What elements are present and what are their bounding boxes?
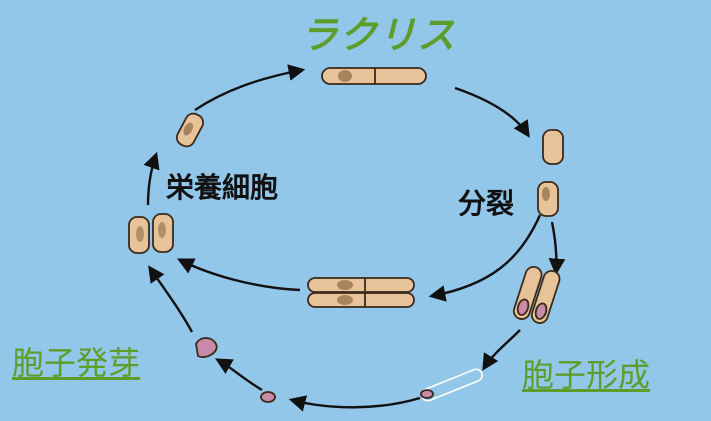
arrow-division-to-sporulation xyxy=(548,221,566,276)
arrow-spore-release-to-free-spore xyxy=(288,395,421,412)
dividing-cell-upper xyxy=(542,129,564,165)
elongated-cell xyxy=(321,67,427,85)
sporulating-cell-pair xyxy=(512,265,561,324)
free-spore xyxy=(260,391,276,403)
arrow-free-spore-to-germination xyxy=(215,358,263,392)
stage-label-division: 分裂 xyxy=(458,187,515,220)
stage-label-germination[interactable]: 胞子発芽 xyxy=(12,344,141,382)
vegetative-cell-single xyxy=(175,112,205,148)
arrow-vegetative-pair-to-single xyxy=(143,151,160,206)
arrow-sporulation-to-spore-release xyxy=(482,329,521,371)
germinating-spore xyxy=(195,337,218,358)
arrow-return-to-vegetative xyxy=(176,258,301,292)
arrow-elongation-to-division xyxy=(454,86,530,138)
dividing-cell-lower xyxy=(537,181,559,217)
stage-label-vegetative: 栄養細胞 xyxy=(166,171,279,204)
arrow-division-to-return xyxy=(428,214,542,302)
title: ラクリス xyxy=(300,13,457,57)
arrow-vegetative-to-elongation xyxy=(194,64,306,111)
spore-release-cell xyxy=(420,368,483,402)
stage-label-sporulation[interactable]: 胞子形成 xyxy=(522,356,651,394)
vegetative-cell-pair xyxy=(128,213,174,254)
elongated-cell-pair xyxy=(307,277,415,308)
arrow-germination-to-vegetative xyxy=(148,265,194,333)
